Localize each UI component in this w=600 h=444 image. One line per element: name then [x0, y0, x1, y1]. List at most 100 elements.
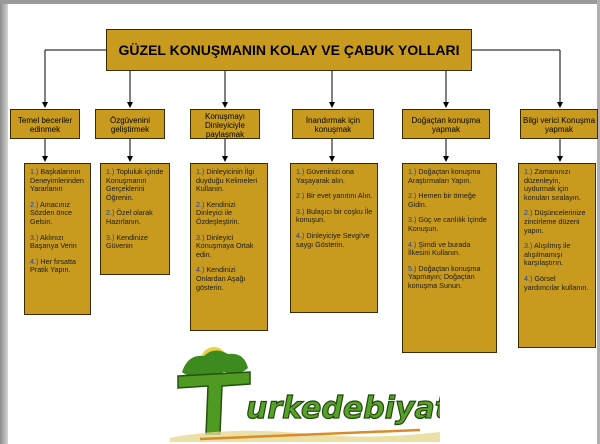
item-number: 1.)	[30, 167, 39, 176]
item-text: Görsel yardımcılar kullanın.	[524, 273, 589, 292]
list-item: 3.) Alışılmış ile alışılmamışı karşılaşt…	[524, 241, 592, 268]
heading-text: Konuşmayı Dinleyiciyle paylaşmak	[204, 111, 246, 139]
body-col-1: 1.) Başkalarının Deneyimlerinden Yararla…	[24, 163, 91, 315]
item-number: 1.)	[196, 167, 205, 176]
item-text: Aklınızı Başarıya Verin	[30, 232, 77, 251]
item-number: 3.)	[106, 232, 115, 242]
item-text: Zamanınızı düzenleyin, uydurmak için kon…	[524, 167, 581, 202]
heading-text: Bilgi verici Konuşma yapmak	[522, 116, 596, 134]
item-number: 4.)	[408, 239, 417, 249]
heading-text: Doğaçtan konuşma yapmak	[411, 116, 481, 134]
tree-crown-icon	[182, 350, 248, 376]
item-number: 1.)	[408, 167, 417, 176]
list-item: 2.) Düşüncelerinize zincirleme düzeni ya…	[524, 209, 592, 235]
item-text: Güveninizi ona Yaşayarak alın.	[296, 167, 354, 185]
heading-col-3: Konuşmayı Dinleyiciyle paylaşmak	[190, 109, 260, 139]
item-text: Doğaçtan konuşma Yapmayın; Doğaçtan konu…	[408, 263, 481, 290]
list-item: 4.) Dinleyiciye Sevgi've saygı Gösterin.	[296, 230, 374, 249]
item-text: Her fırsatta Pratik Yapın.	[30, 256, 76, 275]
heading-col-5: Doğaçtan konuşma yapmak	[402, 109, 490, 139]
heading-col-6: Bilgi verici Konuşma yapmak	[520, 109, 598, 139]
item-number: 2.)	[296, 191, 305, 201]
item-text: Alışılmış ile alışılmamışı karşılaştırın…	[524, 241, 571, 268]
item-text: Şimdi ve burada İlkesini Kullanın.	[408, 239, 471, 258]
item-text: Topluluk içinde Konuşmanın Gerçeklerini …	[106, 167, 164, 202]
body-col-3: 1.) Dinleyicinin İlgi duyduğu Kelimeleri…	[190, 163, 268, 331]
heading-text: İnandırmak için konuşmak	[305, 116, 361, 134]
item-number: 2.)	[408, 191, 417, 201]
list-item: 1.) Güveninizi ona Yaşayarak alın.	[296, 167, 374, 185]
list-item: 1.) Topluluk içinde Konuşmanın Gerçekler…	[106, 167, 166, 202]
list-item: 4.) Görsel yardımcılar kullanın.	[524, 273, 592, 292]
list-item: 2.) Hemen bir örneğe Gidin.	[408, 191, 493, 209]
body-col-5: 1.) Doğaçtan konuşma Araştırmaları Yapın…	[402, 163, 497, 353]
item-number: 1.)	[106, 167, 115, 176]
item-number: 2.)	[30, 199, 39, 209]
heading-text: Özgüvenini geliştirmek	[109, 116, 151, 134]
slide-frame-top	[0, 0, 600, 4]
item-text: Amacınız Sözden önce Gelsin.	[30, 199, 72, 226]
list-item: 5.) Doğaçtan konuşma Yapmayın; Doğaçtan …	[408, 263, 493, 291]
item-number: 1.)	[524, 167, 533, 176]
item-text: Özel olarak Hazırlanın.	[106, 208, 153, 226]
item-number: 3.)	[196, 232, 205, 242]
pen-icon	[199, 428, 421, 441]
heading-text: Temel beceriler edinmek	[17, 116, 73, 134]
item-number: 3.)	[296, 206, 305, 216]
list-item: 3.) Güç ve canlılık İçinde Konuşun.	[408, 216, 493, 233]
item-text: Güç ve canlılık İçinde Konuşun.	[408, 215, 487, 233]
item-number: 3.)	[524, 241, 533, 251]
list-item: 1.) Zamanınızı düzenleyin, uydurmak için…	[524, 167, 592, 202]
heading-col-1: Temel beceriler edinmek	[10, 109, 80, 139]
item-number: 4.)	[524, 273, 533, 283]
item-number: 2.)	[106, 208, 115, 218]
item-number: 3.)	[30, 232, 39, 242]
item-number: 4.)	[30, 256, 39, 266]
list-item: 2.) Amacınız Sözden önce Gelsin.	[30, 199, 87, 227]
list-item: 4.) Kendinizi Onlardan Aşağı gösterin.	[196, 266, 264, 292]
item-text: Dinleyicinin İlgi duyduğu Kelimeleri Kul…	[196, 167, 258, 194]
item-text: Bir evet yanıtını Alın.	[306, 191, 373, 201]
tree-trunk-icon	[177, 371, 251, 435]
list-item: 1.) Dinleyicinin İlgi duyduğu Kelimeleri…	[196, 167, 264, 194]
body-col-6: 1.) Zamanınızı düzenleyin, uydurmak için…	[518, 163, 596, 348]
body-col-2: 1.) Topluluk içinde Konuşmanın Gerçekler…	[100, 163, 170, 275]
list-item: 3.) Dinleyici Konuşmaya Ortak edin.	[196, 232, 264, 260]
item-text: Kendinizi Onlardan Aşağı gösterin.	[196, 265, 246, 292]
heading-col-4: İnandırmak için konuşmak	[292, 109, 374, 139]
list-item: 4.) Her fırsatta Pratik Yapın.	[30, 256, 87, 275]
item-text: Kendinizi Dinleyici ile Özdeşleştirin.	[196, 199, 240, 226]
item-text: Doğaçtan konuşma Araştırmaları Yapın.	[408, 167, 481, 185]
item-text: Başkalarının Deneyimlerinden Yararlanın	[30, 167, 84, 194]
item-number: 1.)	[296, 167, 305, 176]
list-item: 1.) Başkalarının Deneyimlerinden Yararla…	[30, 167, 87, 194]
item-text: Dinleyiciye Sevgi've saygı Gösterin.	[296, 230, 370, 249]
item-text: Düşüncelerinize zincirleme düzeni yapın.	[524, 208, 586, 235]
item-number: 4.)	[196, 265, 205, 275]
item-text: Bulaşıcı bir coşku İle konuşun.	[296, 206, 373, 225]
item-text: Dinleyici Konuşmaya Ortak edin.	[196, 232, 254, 259]
list-item: 3.) Aklınızı Başarıya Verin	[30, 232, 87, 251]
list-item: 2.) Özel olarak Hazırlanın.	[106, 209, 166, 226]
turkedebiyati-logo: urkedebiyati.org	[170, 347, 440, 442]
diagram-title: GÜZEL KONUŞMANIN KOLAY VE ÇABUK YOLLARI	[106, 29, 472, 71]
item-number: 3.)	[408, 215, 417, 225]
list-item: 1.) Doğaçtan konuşma Araştırmaları Yapın…	[408, 167, 493, 185]
item-number: 5.)	[408, 263, 417, 273]
list-item: 3.) Kendinize Güvenin	[106, 232, 166, 251]
item-number: 2.)	[524, 208, 533, 218]
list-item: 4.) Şimdi ve burada İlkesini Kullanın.	[408, 239, 493, 258]
heading-col-2: Özgüvenini geliştirmek	[95, 109, 165, 139]
body-col-4: 1.) Güveninizi ona Yaşayarak alın. 2.) B…	[290, 163, 378, 313]
list-item: 2.) Kendinizi Dinleyici ile Özdeşleştiri…	[196, 199, 264, 227]
list-item: 3.) Bulaşıcı bir coşku İle konuşun.	[296, 206, 374, 225]
slide-frame-right	[597, 0, 600, 444]
item-text: Hemen bir örneğe Gidin.	[408, 191, 476, 209]
list-item: 2.) Bir evet yanıtını Alın.	[296, 191, 374, 201]
item-number: 2.)	[196, 199, 205, 209]
item-number: 4.)	[296, 230, 305, 240]
logo-wordmark: urkedebiyati.org	[246, 391, 440, 426]
item-text: Kendinize Güvenin	[106, 232, 148, 251]
slide-frame-left	[0, 0, 8, 444]
ground-shape	[170, 430, 440, 442]
